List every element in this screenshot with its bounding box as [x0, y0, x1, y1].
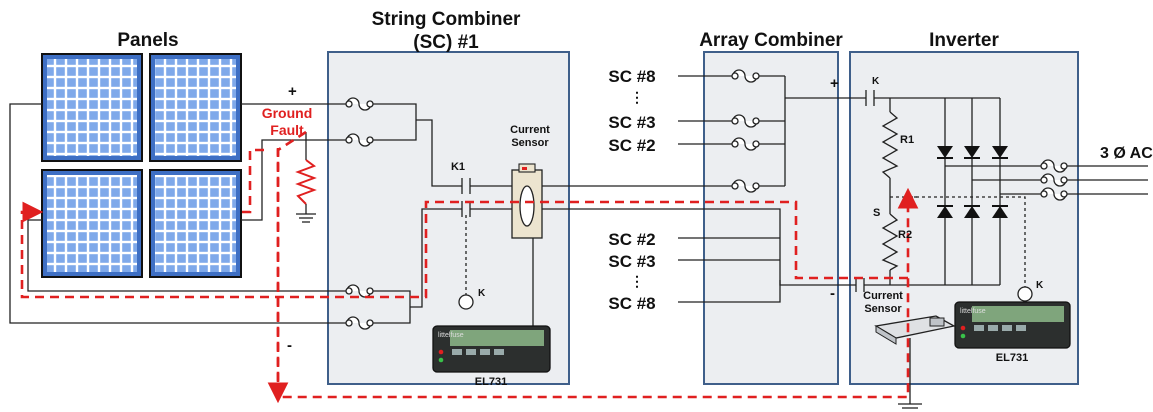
k-label: K — [1036, 280, 1044, 291]
ground-fault-label: Fault — [270, 122, 304, 138]
vertical-ellipsis: ⋮ — [630, 273, 644, 289]
el731-label: EL731 — [475, 376, 507, 388]
inverter-title: Inverter — [929, 30, 999, 51]
resistor-r2 — [881, 213, 899, 271]
el731-relay-device: littelfuse — [954, 301, 1071, 349]
panels-title: Panels — [117, 30, 178, 51]
current-sensor-label: Sensor — [864, 303, 902, 315]
string-combiner-subtitle: (SC) #1 — [413, 32, 479, 53]
three-phase-ac-label: 3 Ø AC — [1100, 145, 1153, 162]
k-relay-coil-icon — [1017, 286, 1033, 302]
sc-input-label: SC #2 — [608, 230, 655, 249]
fuse — [731, 137, 760, 151]
solar-panel — [149, 169, 242, 278]
r2-label: R2 — [898, 229, 912, 241]
solar-panel — [41, 169, 143, 278]
array-combiner-enclosure — [703, 51, 839, 385]
device-brand: littelfuse — [438, 332, 464, 339]
plus-label: + — [830, 75, 839, 92]
fuse — [731, 179, 760, 193]
sc-input-label: SC #2 — [608, 136, 655, 155]
fuse — [1040, 159, 1068, 173]
fuse-group — [345, 69, 1068, 330]
device-brand: littelfuse — [960, 308, 986, 315]
k-relay-coil-icon — [458, 294, 474, 310]
sc-input-label: SC #8 — [608, 67, 655, 86]
current-sensor-label: Current — [510, 124, 550, 136]
fuse — [345, 97, 374, 111]
ground-fault-label: Ground — [262, 105, 313, 121]
resistor-r1 — [881, 111, 899, 179]
solar-panel — [149, 53, 242, 162]
minus-label: - — [830, 285, 835, 302]
k1-contact-label: K1 — [451, 161, 465, 173]
sc-input-label: SC #3 — [608, 113, 655, 132]
current-sensor-toroid — [511, 163, 543, 239]
k-label: K — [478, 288, 486, 299]
s-label: S — [873, 207, 880, 219]
sc-input-label: SC #8 — [608, 294, 655, 313]
sc-input-label: SC #3 — [608, 252, 655, 271]
array-combiner-title: Array Combiner — [699, 30, 843, 51]
fuse — [345, 316, 374, 330]
string-combiner-title: String Combiner — [372, 9, 521, 30]
fuse — [731, 69, 760, 83]
solar-panel — [41, 53, 143, 162]
ground-fault-resistor — [295, 159, 317, 205]
rectifier-bridge — [937, 146, 1008, 218]
el731-label: EL731 — [996, 352, 1028, 364]
ground-fault-path — [20, 130, 919, 404]
current-sensor-label: Sensor — [511, 137, 549, 149]
fuse — [1040, 187, 1068, 201]
solar-panel-array — [41, 53, 242, 278]
fuse — [731, 114, 760, 128]
inverter-current-sensor — [874, 315, 956, 345]
current-sensor-label: Current — [863, 290, 903, 302]
vertical-ellipsis: ⋮ — [630, 89, 644, 105]
fuse — [345, 133, 374, 147]
r1-label: R1 — [900, 134, 914, 146]
el731-relay-device: littelfuse — [432, 325, 551, 373]
k-label: K — [872, 76, 880, 87]
plus-label: + — [288, 83, 297, 100]
minus-label: - — [287, 337, 292, 354]
fuse — [1040, 173, 1068, 187]
